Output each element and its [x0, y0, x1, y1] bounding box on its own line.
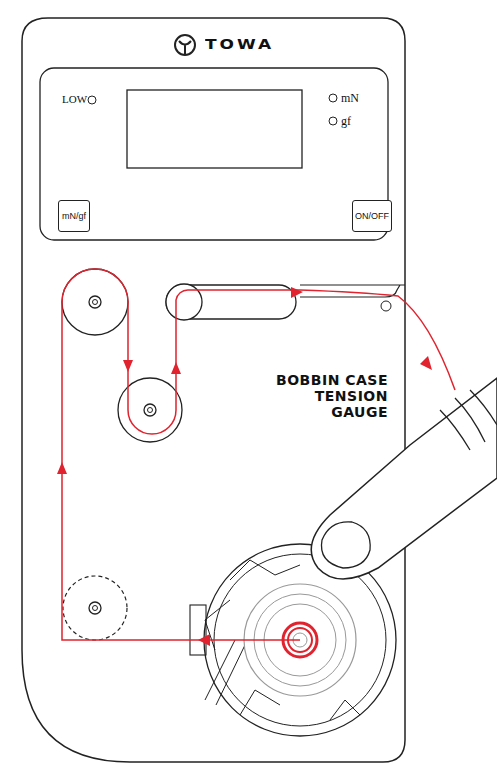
- button-label: mN/gf: [62, 211, 86, 221]
- unit-label: gf: [341, 114, 351, 129]
- product-title: BOBBIN CASE TENSION GAUGE: [270, 372, 388, 420]
- button-label: ON/OFF: [355, 211, 389, 221]
- indicator-label: LOW: [62, 93, 87, 105]
- brand-logo: TOWA: [205, 36, 274, 53]
- button-key: mN/gf: [58, 200, 90, 232]
- button-key: ON/OFF: [352, 200, 392, 232]
- unit-label: mN: [341, 91, 359, 106]
